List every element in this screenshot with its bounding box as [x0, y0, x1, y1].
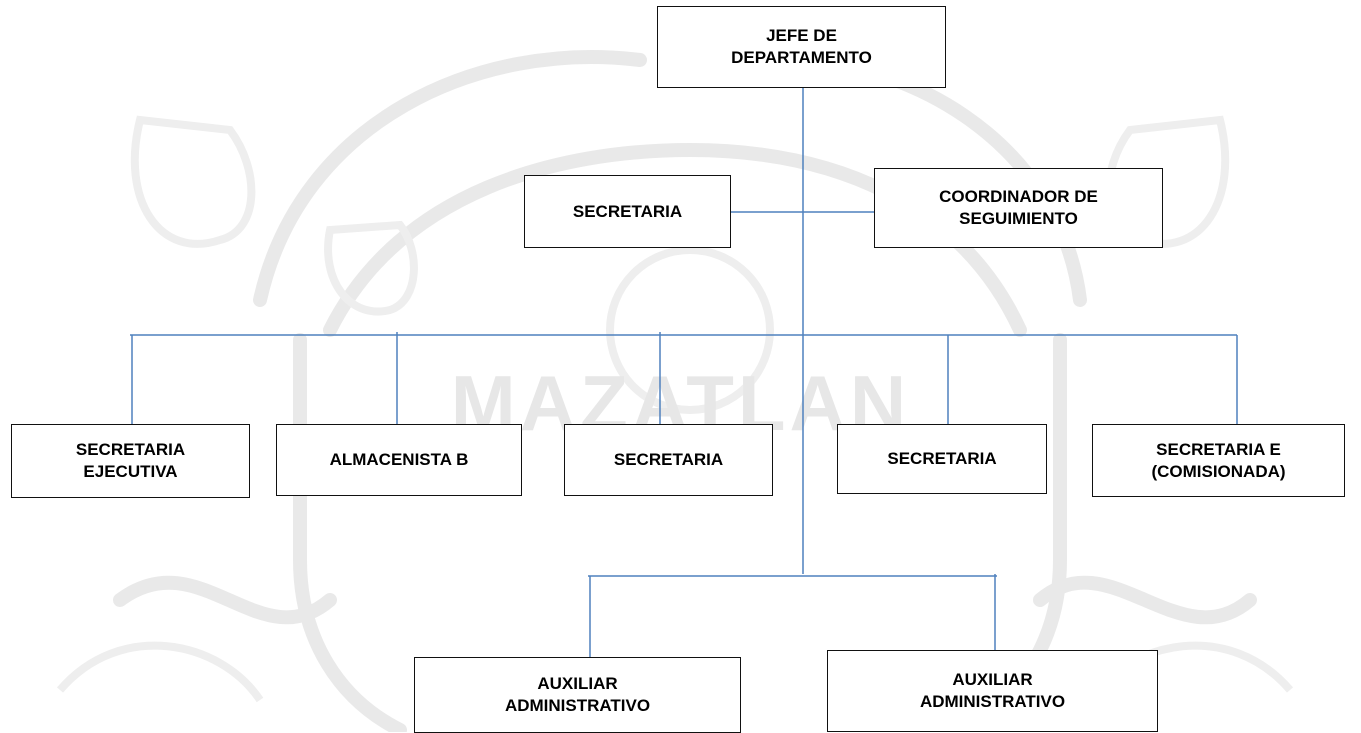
node-label: AUXILIAR ADMINISTRATIVO	[919, 670, 1066, 711]
watermark-arc-left	[253, 50, 647, 307]
watermark-wave-1	[113, 575, 337, 625]
node-label: SECRETARIA	[613, 450, 724, 469]
node-label: SECRETARIA	[887, 449, 997, 468]
node-auxiliar-administrativo-2: AUXILIAR ADMINISTRATIVO	[827, 650, 1158, 732]
node-secretaria-staff: SECRETARIA	[524, 175, 731, 248]
node-almacenista-b: ALMACENISTA B	[276, 424, 522, 496]
node-label: AUXILIAR ADMINISTRATIVO	[504, 674, 651, 715]
node-label: JEFE DE DEPARTAMENTO	[731, 26, 872, 67]
node-label: ALMACENISTA B	[329, 450, 469, 469]
watermark-face-left	[324, 220, 418, 316]
node-label: COORDINADOR DE SEGUIMIENTO	[939, 187, 1098, 228]
watermark-sun	[606, 246, 774, 414]
node-coordinador-de-seguimiento: COORDINADOR DE SEGUIMIENTO	[874, 168, 1163, 248]
watermark-frame-left	[293, 333, 407, 732]
node-secretaria-e-comisionada: SECRETARIA E (COMISIONADA)	[1092, 424, 1345, 497]
node-secretaria-2: SECRETARIA	[837, 424, 1047, 494]
node-label: SECRETARIA E (COMISIONADA)	[1151, 439, 1286, 481]
node-label: SECRETARIA EJECUTIVA	[75, 440, 186, 481]
watermark-fish-left	[56, 641, 264, 703]
node-jefe-de-departamento: JEFE DE DEPARTAMENTO	[657, 6, 946, 88]
node-auxiliar-administrativo-1: AUXILIAR ADMINISTRATIVO	[414, 657, 741, 733]
watermark-wave-2	[1033, 575, 1257, 625]
node-label: SECRETARIA	[572, 201, 683, 221]
node-secretaria-1: SECRETARIA	[564, 424, 773, 496]
watermark-figure-left	[130, 115, 256, 248]
node-secretaria-ejecutiva: SECRETARIA EJECUTIVA	[11, 424, 250, 498]
